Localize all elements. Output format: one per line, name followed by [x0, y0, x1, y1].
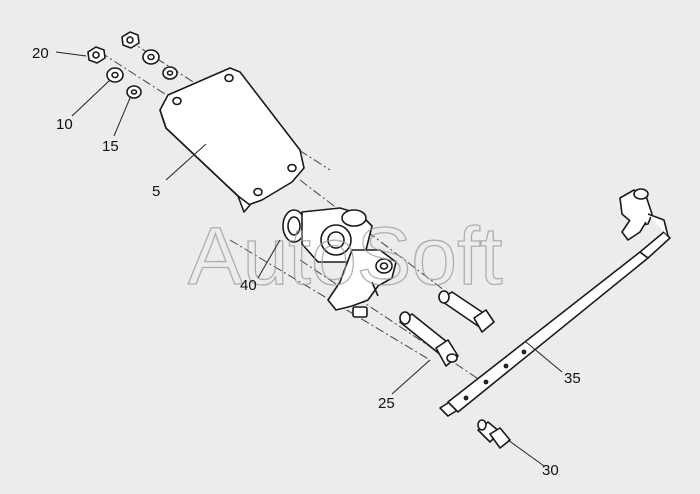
- nut-20-icon: [87, 31, 140, 64]
- bolt-30-icon: [477, 419, 511, 449]
- callout-10: 10: [56, 116, 73, 133]
- bolt-icon: [438, 290, 495, 333]
- leader-lines: [55, 51, 563, 467]
- valve-body-40-icon: [282, 207, 397, 318]
- callout-30: 30: [542, 462, 559, 479]
- callout-25: 25: [378, 395, 395, 412]
- callout-35: 35: [564, 370, 581, 387]
- spring-washer-10-icon: [106, 49, 160, 83]
- callout-5: 5: [152, 183, 160, 200]
- callout-20: 20: [32, 45, 49, 62]
- callout-15: 15: [102, 138, 119, 155]
- bracket-plate-5-icon: [159, 67, 305, 213]
- link-rod-35-icon: [439, 188, 671, 417]
- flat-washer-15-icon: [126, 66, 178, 99]
- bolt-25-icon: [399, 311, 459, 367]
- callout-40: 40: [240, 277, 257, 294]
- watermark-text: AutoSoft: [188, 211, 503, 302]
